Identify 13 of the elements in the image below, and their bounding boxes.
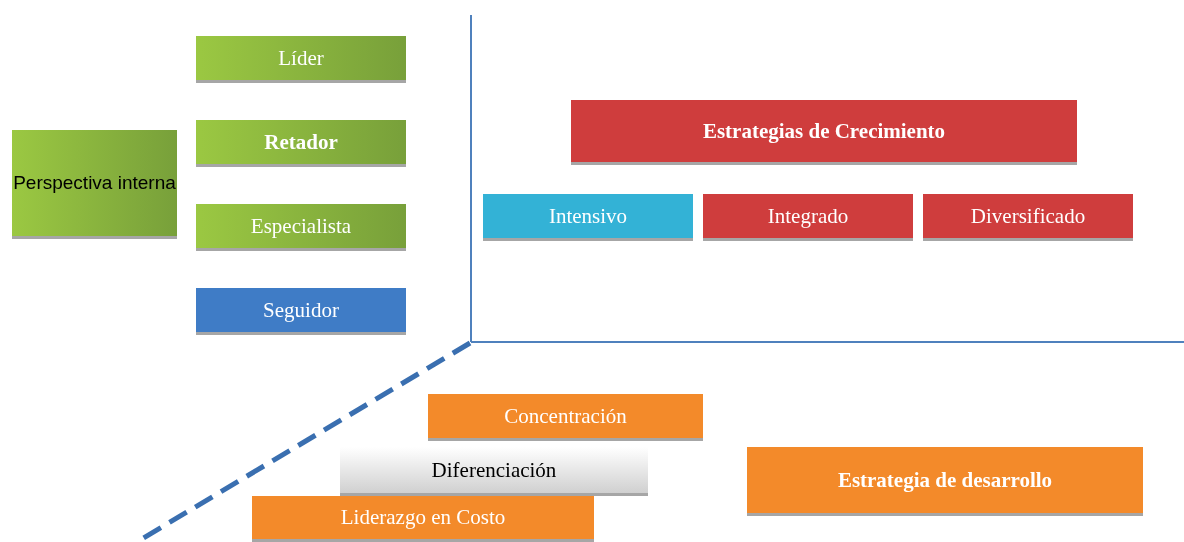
strategy-box: Liderazgo en Costo [252,496,594,539]
strategy-box: Diversificado [923,194,1133,238]
strategy-box: Diferenciación [340,447,648,493]
strategy-box: Intensivo [483,194,693,238]
heading-box: Estrategias de Crecimiento [571,100,1077,162]
strategy-box: Especialista [196,204,406,248]
category-box: Perspectiva interna [12,130,177,236]
strategy-box: Concentración [428,394,703,438]
strategy-box: Líder [196,36,406,80]
strategy-box: Seguidor [196,288,406,332]
strategy-box: Retador [196,120,406,164]
strategy-box: Integrado [703,194,913,238]
heading-box: Estrategia de desarrollo [747,447,1143,513]
